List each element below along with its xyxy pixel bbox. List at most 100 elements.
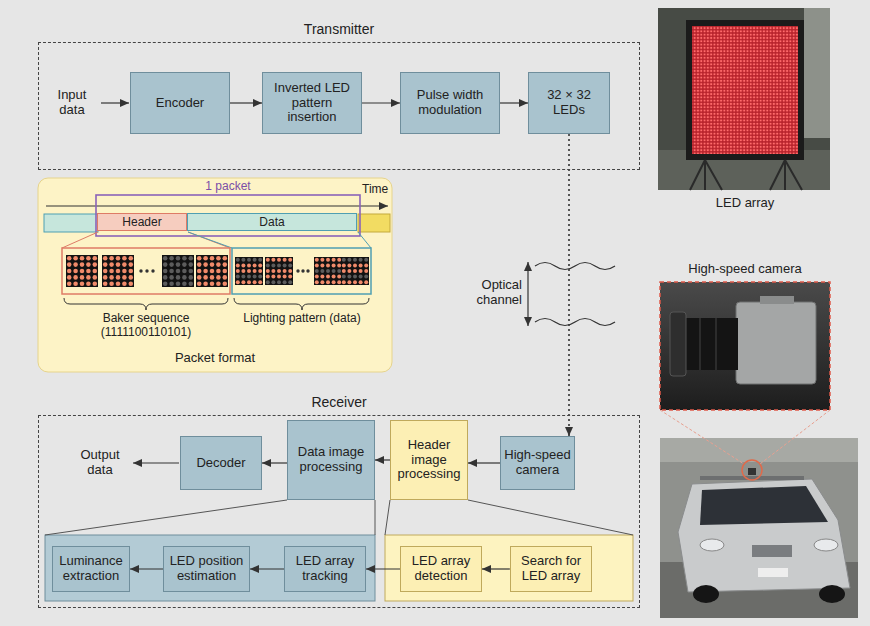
led-dot xyxy=(271,275,275,279)
led-dot xyxy=(347,280,351,284)
led-dot xyxy=(241,258,245,262)
led-dot xyxy=(253,275,257,279)
led-dot xyxy=(342,263,346,267)
led-dot xyxy=(283,275,287,279)
led-dot xyxy=(326,263,330,267)
led-dot xyxy=(73,269,78,274)
led-dot xyxy=(197,282,202,287)
car-headlight xyxy=(700,539,724,551)
led-dot xyxy=(203,262,208,267)
led-dot xyxy=(73,262,78,267)
led-dot xyxy=(332,269,336,273)
led-dot xyxy=(93,282,98,287)
node-text: Decoder xyxy=(196,456,245,471)
led-dot xyxy=(253,269,257,273)
flow-arrow xyxy=(366,568,400,569)
zoom-frame xyxy=(660,282,830,410)
led-dot xyxy=(283,263,287,267)
led-dot xyxy=(288,269,292,273)
zoom-line xyxy=(760,410,830,464)
car-grille xyxy=(752,545,792,557)
led-dot xyxy=(326,280,330,284)
zoom-line xyxy=(358,232,371,248)
led-dot xyxy=(253,263,257,267)
led-dot xyxy=(247,280,251,284)
process-box: High-speed camera xyxy=(500,436,575,490)
led-dot xyxy=(337,258,341,262)
zoom-line xyxy=(62,232,98,248)
car-photo xyxy=(660,438,858,618)
led-pattern-image xyxy=(265,257,293,285)
previous-data-field xyxy=(44,214,98,232)
led-dot xyxy=(271,269,275,273)
led-dot xyxy=(116,262,121,267)
node-text: Search for LED array xyxy=(514,554,588,583)
led-dot xyxy=(283,258,287,262)
led-dot xyxy=(288,258,292,262)
led-dot xyxy=(86,262,91,267)
flow-arrow xyxy=(500,102,528,103)
zoom-line xyxy=(375,500,376,535)
led-dot xyxy=(241,269,245,273)
led-dot xyxy=(210,275,215,280)
led-dot xyxy=(203,282,208,287)
led-dot xyxy=(277,263,281,267)
node-text: 32 × 32 LEDs xyxy=(540,88,598,117)
led-dot xyxy=(197,275,202,280)
led-dot xyxy=(277,280,281,284)
led-dot xyxy=(122,269,127,274)
led-dot xyxy=(169,275,174,280)
led-dot xyxy=(109,269,114,274)
led-dot xyxy=(241,280,245,284)
led-dot xyxy=(258,263,262,267)
led-dot xyxy=(320,280,324,284)
led-dot xyxy=(353,258,357,262)
led-dot xyxy=(103,275,108,280)
led-pattern-image xyxy=(102,255,134,287)
led-dot xyxy=(80,256,85,261)
led-dot xyxy=(163,282,168,287)
led-dot xyxy=(129,262,134,267)
process-box: 32 × 32 LEDs xyxy=(528,72,610,134)
led-dot xyxy=(266,275,270,279)
led-dot xyxy=(103,256,108,261)
camera-body xyxy=(736,302,816,384)
led-dot xyxy=(332,258,336,262)
led-dot xyxy=(320,275,324,279)
led-dot xyxy=(189,282,194,287)
led-dot xyxy=(182,275,187,280)
led-dot xyxy=(109,275,114,280)
annotation-label: Output data xyxy=(70,448,130,478)
camera-top xyxy=(760,296,794,304)
panel-title: Packet format xyxy=(38,350,392,365)
process-box: LED position estimation xyxy=(163,546,250,592)
led-dot xyxy=(283,269,287,273)
led-dot xyxy=(176,282,181,287)
annotation-label: Baker sequence (1111100110101) xyxy=(76,312,216,340)
led-dot xyxy=(258,280,262,284)
led-dot xyxy=(67,269,72,274)
lens-ring xyxy=(670,312,686,376)
process-box: Decoder xyxy=(180,436,262,490)
flow-arrow xyxy=(468,462,500,463)
process-box: Data image processing xyxy=(287,420,375,500)
led-dot xyxy=(80,269,85,274)
flow-arrow xyxy=(250,568,284,569)
process-box: LED array detection xyxy=(400,546,482,592)
led-array-frame xyxy=(686,20,804,160)
node-text: Inverted LED pattern insertion xyxy=(266,81,358,125)
led-dot xyxy=(283,280,287,284)
annotation-label: 1 packet xyxy=(196,180,260,194)
ellipsis-dot xyxy=(145,269,148,272)
led-dot xyxy=(288,275,292,279)
led-dot xyxy=(129,275,134,280)
led-dot xyxy=(210,282,215,287)
ellipsis-dot xyxy=(151,269,154,272)
car-windshield xyxy=(700,486,828,525)
led-dot xyxy=(364,269,368,273)
led-dot xyxy=(103,282,108,287)
zoom-line xyxy=(385,500,390,535)
annotation-label: LED array xyxy=(695,196,795,211)
license-plate xyxy=(758,568,788,577)
